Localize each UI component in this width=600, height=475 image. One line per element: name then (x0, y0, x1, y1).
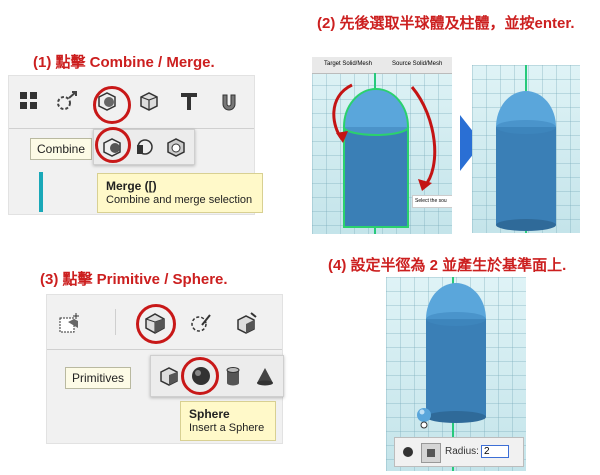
cone-icon[interactable] (249, 360, 281, 392)
transform-icon[interactable] (51, 85, 83, 117)
sketch-icon[interactable] (185, 307, 217, 339)
construct-icon[interactable] (231, 307, 263, 339)
primitives-panel: Primitives Sphere Insert a Sphere (46, 294, 284, 444)
source-solid-label[interactable]: Source Solid/Mesh (392, 61, 443, 67)
step2-title: (2) 先後選取半球體及柱體，並按enter. (317, 15, 575, 32)
intersect-icon[interactable] (160, 131, 192, 163)
merged-result-viewport (472, 65, 580, 233)
combine-panel: Combine Merge ([) Combine and merge sele… (8, 75, 263, 215)
merged-solid (496, 91, 556, 231)
target-solid-label[interactable]: Target Solid/Mesh (324, 61, 373, 67)
new-solid-icon[interactable] (53, 307, 85, 339)
primitive-highlight-ring (136, 304, 176, 344)
step1-title: (1) 點擊 Combine / Merge. (33, 54, 215, 71)
selection-hint: Select the sou (412, 195, 452, 208)
selection-viewport: Target Solid/Mesh Source Solid/Mesh Sele… (312, 57, 452, 234)
sphere-viewport: Radius: (386, 277, 526, 471)
sphere-tooltip-desc: Insert a Sphere (189, 422, 265, 434)
sphere-highlight-ring (181, 357, 219, 395)
merge-tooltip-title: Merge ([) (106, 179, 157, 193)
toolbar-divider-3 (47, 349, 282, 350)
merge-tooltip-desc: Combine and merge selection (106, 194, 253, 206)
toolbar-divider (9, 128, 254, 129)
subtract-icon[interactable] (128, 131, 160, 163)
sphere-mode-icon[interactable] (399, 443, 417, 461)
sphere-tooltip: Sphere Insert a Sphere (180, 401, 276, 441)
measure-icon[interactable] (133, 85, 165, 117)
merge-highlight-ring (95, 127, 131, 163)
merge-tooltip: Merge ([) Combine and merge selection (97, 173, 263, 213)
box-icon[interactable] (153, 360, 185, 392)
radius-toolbar: Radius: (394, 437, 524, 467)
step4-title: (4) 設定半徑為 2 並產生於基準面上. (328, 257, 567, 274)
radius-label: Radius: (445, 446, 479, 457)
main-toolbar (9, 76, 254, 126)
toolbar-separator (115, 309, 116, 335)
selection-bar: Target Solid/Mesh Source Solid/Mesh (312, 57, 452, 74)
pattern-icon[interactable] (13, 85, 45, 117)
step3-title: (3) 點擊 Primitive / Sphere. (40, 271, 228, 288)
text-icon[interactable] (173, 85, 205, 117)
sphere-scene (417, 283, 486, 429)
selection-scene (332, 83, 437, 228)
sphere-tooltip-title: Sphere (189, 407, 230, 421)
viewport-edge-marker (39, 172, 43, 212)
primitives-group-label: Primitives (65, 367, 132, 389)
arrow-right-icon (460, 115, 482, 171)
box-mode-icon[interactable] (421, 443, 441, 463)
cylinder-icon[interactable] (217, 360, 249, 392)
snap-magnet-icon[interactable] (213, 85, 245, 117)
combine-highlight-ring (93, 86, 131, 124)
radius-input[interactable] (481, 445, 509, 458)
combine-group-label: Combine (30, 138, 93, 160)
